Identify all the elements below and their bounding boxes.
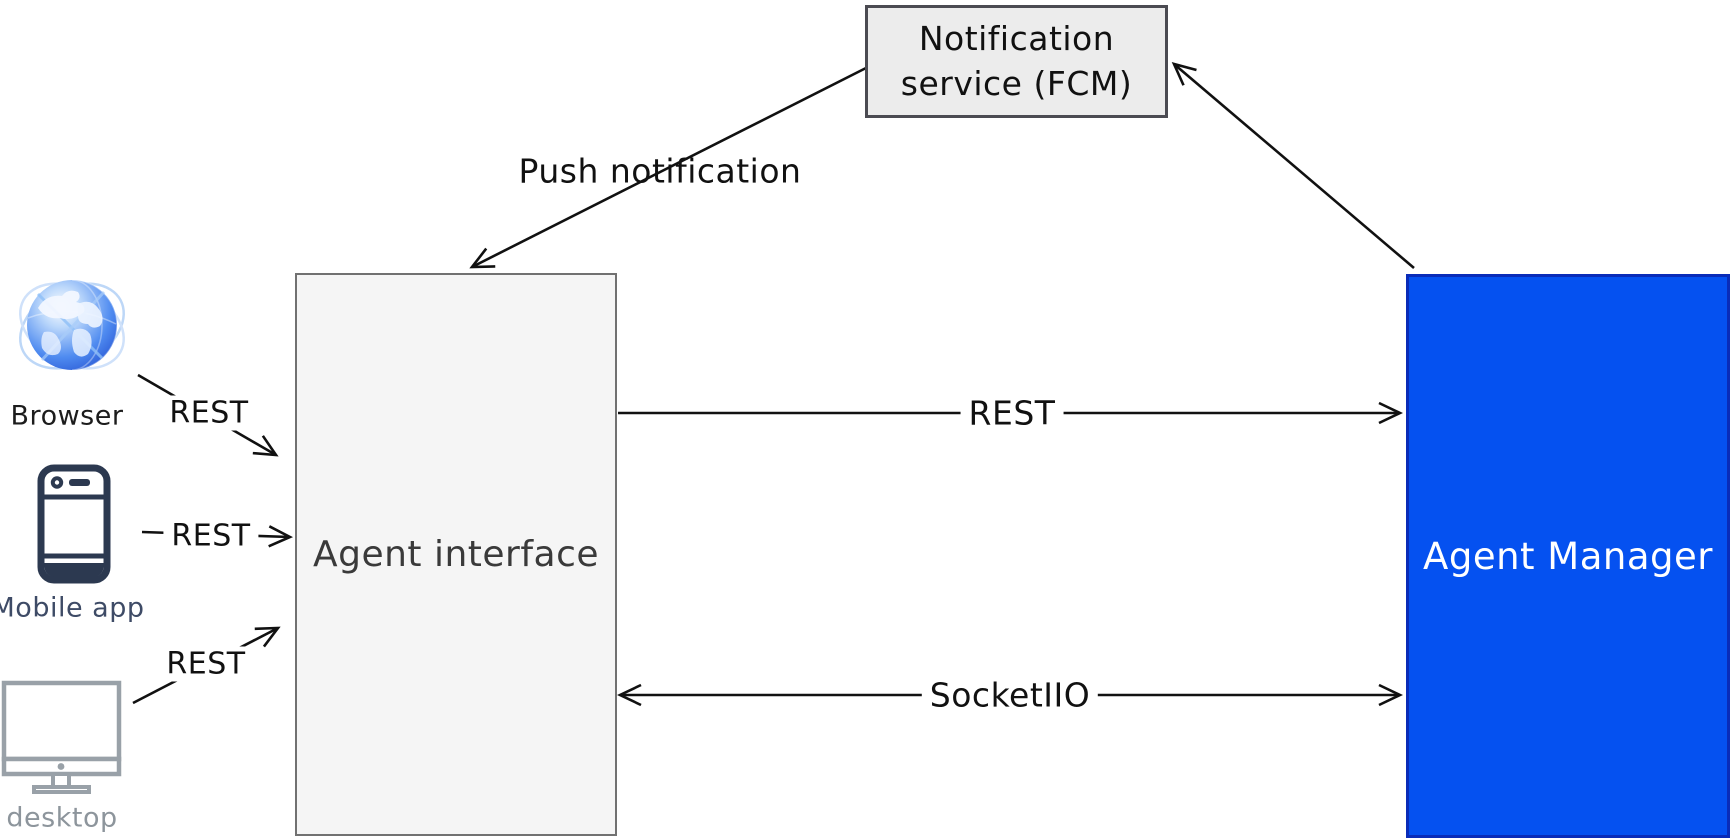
node-agent-manager: Agent Manager xyxy=(1406,274,1730,838)
node-notification-service: Notification service (FCM) xyxy=(865,5,1168,118)
client-label-desktop: desktop xyxy=(6,802,118,834)
node-label-line: Notification xyxy=(918,18,1115,58)
edge-label-mobile-rest: REST xyxy=(163,518,259,554)
node-label: Agent interface xyxy=(312,534,600,575)
smartphone-icon xyxy=(37,464,111,584)
edge-push-notification xyxy=(472,66,867,267)
edge-label-rest-main: REST xyxy=(960,393,1064,433)
client-label-browser: Browser xyxy=(10,400,124,432)
monitor-icon xyxy=(1,680,122,794)
edge-label-browser-rest: REST xyxy=(161,395,257,431)
edge-label-desktop-rest: REST xyxy=(158,646,254,682)
edge-label-push-notification: Push notification xyxy=(518,151,802,191)
edge-manager-to-fcm xyxy=(1174,64,1415,269)
edge-label-socketio: SocketIIO xyxy=(921,675,1099,715)
node-agent-interface: Agent interface xyxy=(295,273,617,836)
globe-icon xyxy=(19,279,125,371)
node-label-line: service (FCM) xyxy=(900,63,1133,103)
node-label: Agent Manager xyxy=(1423,534,1713,578)
client-label-mobile-app: Mobile app xyxy=(0,592,145,624)
